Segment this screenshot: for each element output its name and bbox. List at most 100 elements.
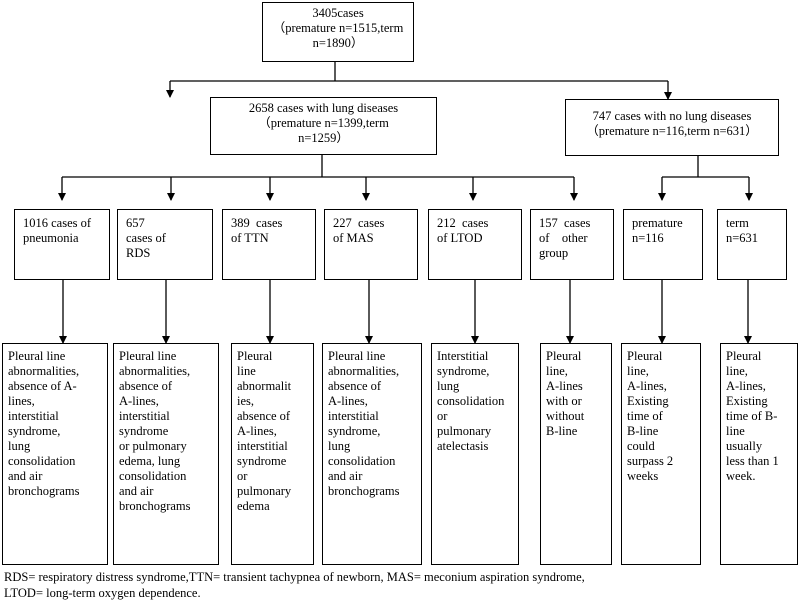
finding-line: consolidation bbox=[437, 394, 505, 408]
category-line: 212 cases bbox=[437, 216, 489, 230]
finding-line: line, bbox=[627, 364, 649, 378]
finding-line: edema, lung bbox=[119, 454, 181, 468]
finding-line: B-line bbox=[627, 424, 659, 438]
finding-pneumonia: Pleural line abnormalities, absence of A… bbox=[2, 343, 108, 565]
root-line-2: （premature n=1515,term bbox=[272, 21, 404, 35]
finding-line: line bbox=[726, 424, 745, 438]
finding-line: pulmonary bbox=[437, 424, 492, 438]
finding-line: absence of bbox=[119, 379, 173, 393]
finding-line: Existing bbox=[726, 394, 768, 408]
finding-line: syndrome, bbox=[8, 424, 61, 438]
finding-line: or bbox=[437, 409, 448, 423]
root-line-1: 3405cases bbox=[312, 6, 364, 20]
finding-line: Existing bbox=[627, 394, 669, 408]
finding-line: edema bbox=[237, 499, 270, 513]
finding-line: Pleural bbox=[726, 349, 762, 363]
finding-line: lines, bbox=[8, 394, 35, 408]
nolung-line-1: 747 cases with no lung diseases bbox=[592, 109, 752, 123]
finding-line: A-lines bbox=[546, 379, 583, 393]
finding-other-group: Pleural line, A-lines with or without B-… bbox=[540, 343, 612, 565]
finding-line: or bbox=[237, 469, 248, 483]
finding-line: abnormalities, bbox=[119, 364, 191, 378]
root-node: 3405cases （premature n=1515,term n=1890） bbox=[262, 2, 414, 62]
finding-line: syndrome, bbox=[437, 364, 490, 378]
category-premature: premature n=116 bbox=[623, 209, 703, 280]
finding-line: interstitial bbox=[328, 409, 379, 423]
lung-line-2: （premature n=1399,term bbox=[258, 116, 389, 130]
finding-line: syndrome bbox=[119, 424, 169, 438]
finding-term: Pleural line, A-lines, Existing time of … bbox=[720, 343, 798, 565]
category-line: 389 cases bbox=[231, 216, 283, 230]
finding-line: could bbox=[627, 439, 655, 453]
finding-line: without bbox=[546, 409, 585, 423]
category-term: term n=631 bbox=[717, 209, 787, 280]
finding-line: Pleural bbox=[237, 349, 273, 363]
finding-line: consolidation bbox=[328, 454, 396, 468]
finding-rds: Pleural line abnormalities, absence of A… bbox=[113, 343, 219, 565]
footnote-line-2: LTOD= long-term oxygen dependence. bbox=[4, 585, 201, 600]
finding-line: bronchograms bbox=[328, 484, 400, 498]
finding-line: surpass 2 bbox=[627, 454, 674, 468]
finding-line: lung bbox=[328, 439, 351, 453]
category-line: of TTN bbox=[231, 231, 269, 245]
category-line: n=116 bbox=[632, 231, 664, 245]
finding-line: weeks bbox=[627, 469, 659, 483]
finding-line: bronchograms bbox=[119, 499, 191, 513]
category-line: term bbox=[726, 216, 749, 230]
category-line: of other bbox=[539, 231, 588, 245]
category-mas: 227 cases of MAS bbox=[324, 209, 418, 280]
finding-line: time of bbox=[627, 409, 663, 423]
finding-line: time of B- bbox=[726, 409, 778, 423]
finding-line: line, bbox=[546, 364, 568, 378]
category-line: of MAS bbox=[333, 231, 374, 245]
finding-ttn: Pleural line abnormalit ies, absence of … bbox=[231, 343, 314, 565]
finding-line: A-lines, bbox=[627, 379, 667, 393]
finding-line: or pulmonary bbox=[119, 439, 187, 453]
finding-line: Pleural line bbox=[119, 349, 177, 363]
finding-premature: Pleural line, A-lines, Existing time of … bbox=[621, 343, 701, 565]
finding-line: Pleural bbox=[546, 349, 582, 363]
finding-line: B-line bbox=[546, 424, 578, 438]
category-other-group: 157 cases of other group bbox=[530, 209, 614, 280]
finding-line: abnormalities, bbox=[8, 364, 80, 378]
finding-line: Pleural bbox=[627, 349, 663, 363]
finding-line: line, bbox=[726, 364, 748, 378]
finding-line: absence of bbox=[328, 379, 382, 393]
finding-line: with or bbox=[546, 394, 582, 408]
no-lung-diseases-node: 747 cases with no lung diseases （prematu… bbox=[565, 99, 779, 156]
lung-diseases-node: 2658 cases with lung diseases （premature… bbox=[210, 97, 437, 155]
finding-line: A-lines, bbox=[726, 379, 766, 393]
abbreviation-footnote: RDS= respiratory distress syndrome,TTN= … bbox=[4, 570, 585, 601]
category-ltod: 212 cases of LTOD bbox=[428, 209, 522, 280]
category-line: cases of bbox=[126, 231, 166, 245]
finding-line: abnormalit bbox=[237, 379, 292, 393]
category-rds: 657 cases of RDS bbox=[117, 209, 213, 280]
category-line: pneumonia bbox=[23, 231, 79, 245]
finding-line: interstitial bbox=[237, 439, 288, 453]
category-line: group bbox=[539, 246, 569, 260]
finding-line: abnormalities, bbox=[328, 364, 400, 378]
finding-line: and air bbox=[8, 469, 43, 483]
lung-line-1: 2658 cases with lung diseases bbox=[248, 101, 399, 115]
finding-line: Pleural line bbox=[328, 349, 386, 363]
finding-line: usually bbox=[726, 439, 763, 453]
finding-line: syndrome, bbox=[328, 424, 381, 438]
finding-line: absence of bbox=[237, 409, 291, 423]
finding-line: lung bbox=[437, 379, 460, 393]
finding-line: and air bbox=[328, 469, 363, 483]
finding-line: consolidation bbox=[8, 454, 76, 468]
category-line: 1016 cases of bbox=[23, 216, 92, 230]
finding-line: interstitial bbox=[8, 409, 59, 423]
finding-line: A-lines, bbox=[328, 394, 368, 408]
finding-line: Interstitial bbox=[437, 349, 489, 363]
finding-line: syndrome bbox=[237, 454, 287, 468]
finding-line: consolidation bbox=[119, 469, 187, 483]
finding-line: lung bbox=[8, 439, 31, 453]
category-ttn: 389 cases of TTN bbox=[222, 209, 316, 280]
finding-line: A-lines, bbox=[237, 424, 277, 438]
finding-line: bronchograms bbox=[8, 484, 80, 498]
finding-line: and air bbox=[119, 484, 154, 498]
footnote-line-1: RDS= respiratory distress syndrome,TTN= … bbox=[4, 570, 585, 584]
finding-line: atelectasis bbox=[437, 439, 489, 453]
